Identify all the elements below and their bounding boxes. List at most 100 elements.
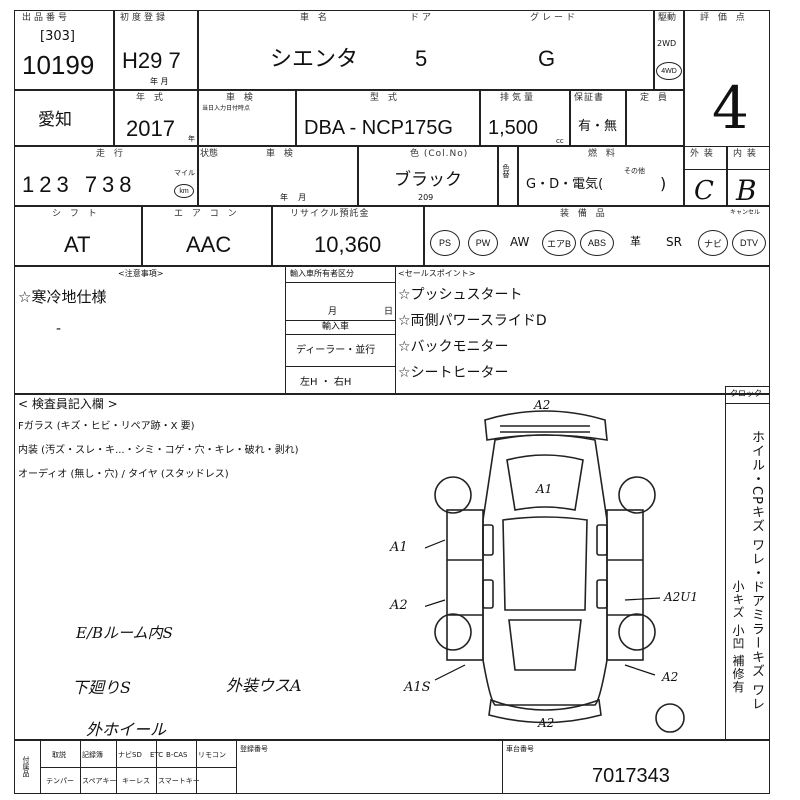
color-change: 色替 bbox=[502, 164, 510, 178]
shaken-box bbox=[198, 90, 296, 146]
color-code: 209 bbox=[418, 193, 434, 202]
wheel-rear-left bbox=[434, 613, 472, 651]
equip-sr: SR bbox=[666, 235, 682, 249]
color-box bbox=[358, 146, 498, 206]
hand-note-2: 下廻りS bbox=[72, 678, 131, 697]
color-value: ブラック bbox=[394, 170, 462, 190]
equipment-label: 装 備 品 bbox=[560, 209, 608, 219]
footer-temper: テンパー bbox=[46, 777, 74, 785]
sales-item-2: ☆両側パワースライドD bbox=[398, 313, 547, 329]
shift-value: AT bbox=[64, 232, 91, 257]
equipment-box bbox=[424, 206, 770, 266]
doors-label: ドア bbox=[410, 13, 435, 23]
car-box bbox=[198, 10, 654, 90]
clock-label: クロック bbox=[730, 389, 762, 398]
car-diagram bbox=[425, 410, 685, 733]
right-col-divider bbox=[725, 404, 726, 740]
mileage-label: 走 行 bbox=[96, 149, 126, 159]
right-side-shape bbox=[606, 509, 644, 661]
aircon-box bbox=[142, 206, 272, 266]
footer-keyless: キーレス bbox=[122, 777, 150, 785]
shaken-note: 当日入力日付時点 bbox=[202, 105, 251, 112]
notes-box bbox=[14, 266, 770, 394]
sales-item-3: ☆バックモニター bbox=[398, 339, 509, 355]
model-box bbox=[296, 90, 480, 146]
footer-manual: 取説 bbox=[52, 751, 66, 759]
clock-box bbox=[725, 386, 770, 404]
footer-spare-key: スペアキー bbox=[82, 777, 117, 785]
lot-label: 出品番号 bbox=[22, 13, 71, 23]
first-reg-box bbox=[114, 10, 198, 90]
vehicle-label: 車台番号 bbox=[506, 745, 534, 753]
car-name: シエンタ bbox=[270, 46, 359, 71]
year-label: 年 式 bbox=[136, 93, 166, 103]
inspector-line-3: オーディオ (無し・穴) / タイヤ (スタッドレス) bbox=[18, 469, 229, 480]
shaken3-box bbox=[198, 146, 358, 206]
damage-left-front: A1 bbox=[390, 540, 408, 555]
equip-navi: ナビ bbox=[698, 230, 728, 256]
vertical-note-2: 小キズ 小凹 補修有 bbox=[731, 580, 745, 694]
lot-box bbox=[14, 10, 114, 90]
inspector-box bbox=[14, 394, 770, 740]
aircon-label: エ ア コ ン bbox=[174, 209, 240, 219]
footer-div-2 bbox=[116, 740, 117, 794]
recycle-box bbox=[272, 206, 424, 266]
grade-value: G bbox=[538, 46, 556, 71]
damage-right: A2U1 bbox=[664, 590, 699, 604]
year-unit: 年 bbox=[188, 135, 195, 143]
note-item-1: ☆寒冷地仕様 bbox=[18, 288, 107, 306]
damage-rear: A2 bbox=[538, 716, 555, 730]
exterior-box bbox=[684, 146, 727, 206]
first-reg-value: H29 7 bbox=[122, 48, 181, 73]
rear-bumper-shape bbox=[488, 698, 602, 724]
damage-rear-left: A1S bbox=[404, 680, 431, 695]
exterior-label: 外 装 bbox=[690, 149, 714, 159]
footer-div-3 bbox=[156, 740, 157, 794]
rear-window-shape bbox=[508, 619, 582, 671]
region-value: 愛知 bbox=[38, 110, 72, 130]
shaken-label: 車 検 bbox=[226, 93, 256, 103]
transfer-label: 輸入車所有者区分 bbox=[290, 269, 354, 278]
recycle-label: リサイクル預託金 bbox=[290, 209, 370, 219]
handle-value: 左H ・ 右H bbox=[300, 377, 352, 388]
shift-box bbox=[14, 206, 142, 266]
wheel-front-left bbox=[434, 476, 472, 514]
score-value: 4 bbox=[712, 74, 749, 142]
sales-label: <セールスポイント> bbox=[398, 269, 476, 278]
sales-item-1: ☆プッシュスタート bbox=[398, 287, 523, 303]
warranty-box bbox=[570, 90, 626, 146]
transfer-line bbox=[285, 282, 395, 283]
color-label: 色 (Col.No) bbox=[410, 149, 469, 159]
recycle-value: 10,360 bbox=[314, 232, 382, 257]
mileage-unit: マイル bbox=[174, 169, 195, 177]
notes-divider-right bbox=[395, 266, 396, 394]
interior-box bbox=[727, 146, 770, 206]
mileage-km: km bbox=[174, 184, 194, 198]
footer-div-6 bbox=[502, 740, 503, 794]
left-side-shape bbox=[446, 509, 484, 661]
footer-box bbox=[14, 740, 770, 794]
hand-note-3: 外装ウスA bbox=[226, 676, 302, 695]
chassis-number: 7017343 bbox=[592, 765, 670, 787]
grade-label: グレード bbox=[530, 13, 579, 23]
model-value: DBA - NCP175G bbox=[304, 117, 453, 139]
warranty-label: 保証書 bbox=[574, 93, 605, 103]
fuel-label: 燃 料 bbox=[588, 149, 618, 159]
footer-record: 記録簿 bbox=[82, 751, 103, 759]
condition-label: 状態 bbox=[200, 149, 219, 159]
lot-prefix: [303] bbox=[40, 29, 75, 44]
displacement-box bbox=[480, 90, 570, 146]
drive-2wd: 2WD bbox=[657, 39, 677, 48]
dealer-value: ディーラー・並行 bbox=[296, 345, 376, 356]
interior-label: 内 装 bbox=[733, 149, 757, 159]
displacement-label: 排気量 bbox=[500, 93, 537, 103]
wheel-front-right bbox=[618, 476, 656, 514]
shaken3-label: 車 検 bbox=[266, 149, 296, 159]
shift-label: シ フ ト bbox=[52, 209, 100, 219]
footer-acc-label: 付属品 bbox=[22, 756, 30, 777]
drive-4wd: 4WD bbox=[656, 62, 682, 80]
footer-div-4 bbox=[196, 740, 197, 794]
sales-item-4: ☆シートヒーター bbox=[398, 365, 509, 381]
exterior-value: C bbox=[694, 176, 714, 206]
footer-div-5 bbox=[236, 740, 237, 794]
